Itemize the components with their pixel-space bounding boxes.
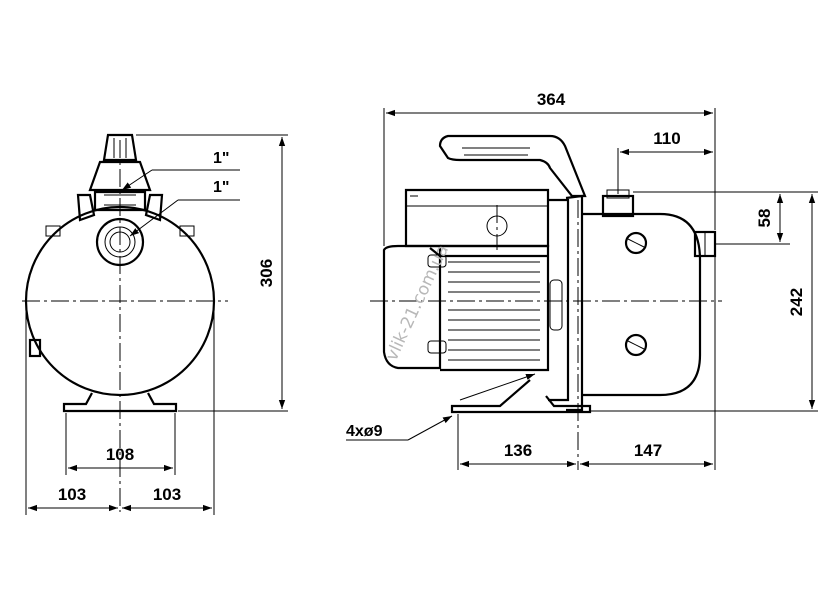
side-total-height-dim: 242 <box>787 288 806 316</box>
front-view: 306 108 103 103 1" 1" <box>22 133 288 515</box>
side-inlet-height-dim: 58 <box>755 209 774 228</box>
hole-spec-label: 4xø9 <box>346 423 383 440</box>
thread-label-top: 1" <box>213 150 229 167</box>
side-outlet-offset-dim: 110 <box>653 129 680 148</box>
side-foot-left-dim: 136 <box>504 441 532 460</box>
thread-label-front: 1" <box>213 179 229 196</box>
watermark: vlik-21.com.ua <box>382 242 453 364</box>
side-view: 364 110 58 242 136 147 4xø9 vlik-21.com.… <box>346 90 818 470</box>
front-right-half-dim: 103 <box>153 485 181 504</box>
front-left-half-dim: 103 <box>58 485 86 504</box>
side-length-dim: 364 <box>537 90 566 109</box>
front-height-dim: 306 <box>257 259 276 287</box>
front-foot-dim: 108 <box>106 445 134 464</box>
side-foot-right-dim: 147 <box>634 441 662 460</box>
